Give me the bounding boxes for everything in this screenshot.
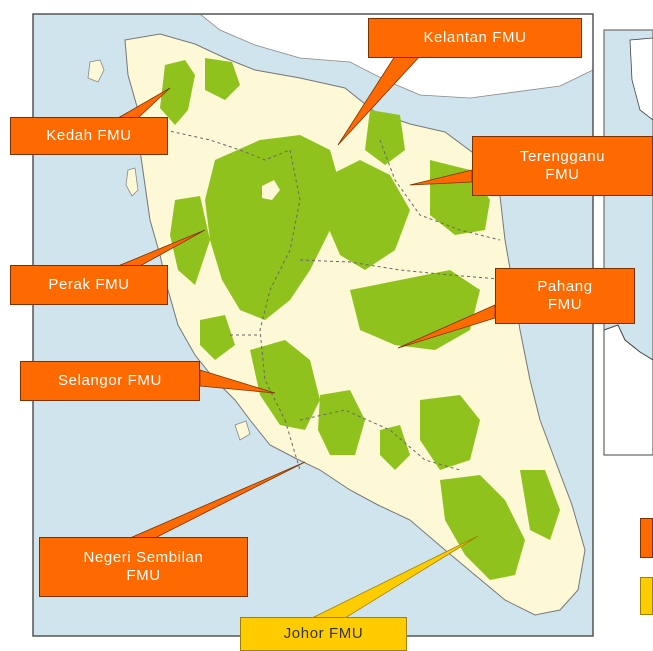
legend-swatch-yellow bbox=[640, 577, 653, 615]
island bbox=[234, 420, 251, 441]
state-boundaries bbox=[164, 129, 511, 471]
pahang-fmu-label: Pahang FMU bbox=[495, 268, 635, 324]
island bbox=[125, 167, 139, 197]
kedah-fmu-label: Kedah FMU bbox=[10, 117, 168, 155]
inset-land bbox=[629, 37, 653, 121]
negeri-sembilan-fmu-label: Negeri Sembilan FMU bbox=[39, 537, 248, 597]
johor-fmu-label: Johor FMU bbox=[240, 617, 407, 651]
kelantan-fmu-label: Kelantan FMU bbox=[368, 18, 582, 58]
selangor-fmu-label: Selangor FMU bbox=[20, 361, 200, 401]
terengganu-fmu-label: Terengganu FMU bbox=[472, 136, 653, 196]
callout-pointers bbox=[116, 55, 496, 619]
inset-land bbox=[603, 324, 653, 456]
lake bbox=[262, 180, 280, 200]
perak-fmu-label: Perak FMU bbox=[10, 265, 168, 305]
pointer-selangor bbox=[199, 369, 276, 394]
legend-swatch-orange bbox=[640, 518, 653, 558]
island bbox=[87, 59, 105, 83]
